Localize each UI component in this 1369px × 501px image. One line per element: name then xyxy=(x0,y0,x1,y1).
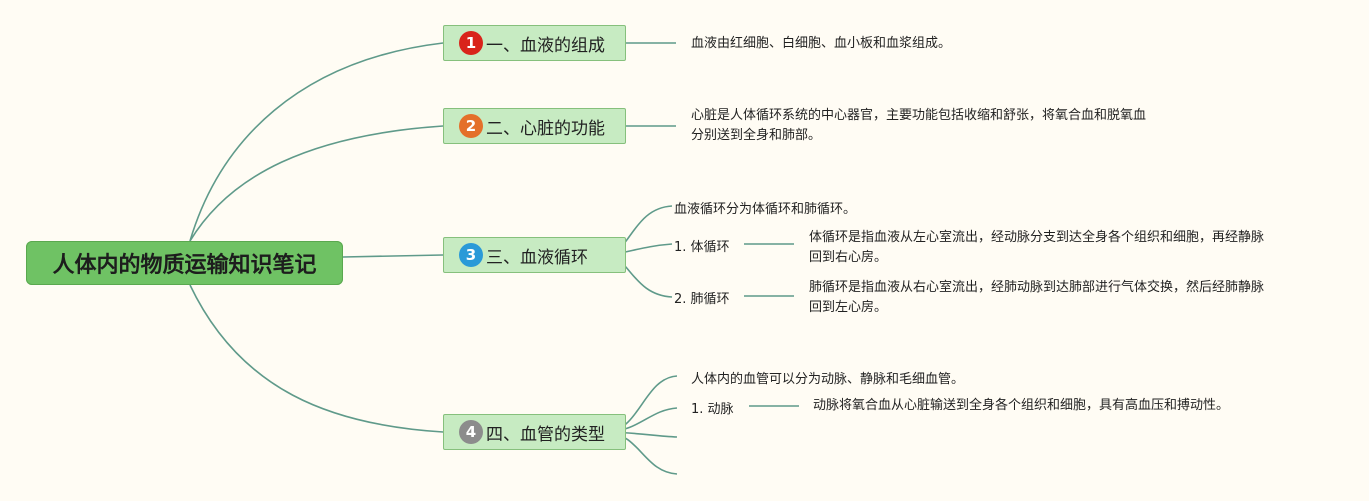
link-root-branch-3 xyxy=(342,254,444,258)
branch-2-note[interactable]: 心脏是人体循环系统的中心器官，主要功能包括收缩和舒张，将氧合血和脱氧血 分别送到… xyxy=(691,106,1146,146)
branch-3-sub-2-note-line-1: 肺循环是指血液从右心室流出，经肺动脉到达肺部进行气体交换，然后经肺静脉 xyxy=(809,280,1265,295)
number-3-badge-icon: 3 xyxy=(459,243,483,267)
central-topic-label: 人体内的物质运输知识笔记 xyxy=(52,253,317,278)
branch-1-note-text: 血液由红细胞、白细胞、血小板和血浆组成。 xyxy=(691,36,952,51)
branch-4-sub-1-note[interactable]: 动脉将氧合血从心脏输送到全身各个组织和细胞，具有高血压和搏动性。 xyxy=(813,396,1229,416)
branch-4-label: 四、血管的类型 xyxy=(486,424,605,445)
number-4-badge-icon: 4 xyxy=(459,420,483,444)
branch-1-note[interactable]: 血液由红细胞、白细胞、血小板和血浆组成。 xyxy=(691,34,951,54)
branch-4-intro[interactable]: 人体内的血管可以分为动脉、静脉和毛细血管。 xyxy=(691,368,964,387)
central-topic[interactable]: 人体内的物质运输知识笔记 xyxy=(26,241,343,285)
branch-4-sub-1-label: 1. 动脉 xyxy=(691,402,734,417)
branch-3-label: 三、血液循环 xyxy=(486,247,588,268)
branch-3-sub-1-note[interactable]: 体循环是指血液从左心室流出，经动脉分支到达全身各个组织和细胞，再经静脉 回到右心… xyxy=(809,228,1264,268)
branch-3-topic[interactable]: 3 三、血液循环 xyxy=(443,237,626,273)
branch-3-intro-text: 血液循环分为体循环和肺循环。 xyxy=(674,202,857,217)
branch-3-sub-2-note[interactable]: 肺循环是指血液从右心室流出，经肺动脉到达肺部进行气体交换，然后经肺静脉 回到左心… xyxy=(809,278,1264,318)
branch-3-sub-1[interactable]: 1. 体循环 xyxy=(674,236,730,255)
branch-3-sub-1-note-line-1: 体循环是指血液从左心室流出，经动脉分支到达全身各个组织和细胞，再经静脉 xyxy=(809,230,1265,245)
branch-2-note-line-2: 分别送到全身和肺部。 xyxy=(691,128,822,143)
link-root-branch-2 xyxy=(189,125,444,242)
link-root-branch-1 xyxy=(189,42,444,242)
link-root-branch-4 xyxy=(189,284,444,433)
branch-3-sub-2[interactable]: 2. 肺循环 xyxy=(674,288,730,307)
branch-1-label: 一、血液的组成 xyxy=(486,35,605,56)
branch-2-label: 二、心脏的功能 xyxy=(486,118,605,139)
branch-4-sub-1-note-text: 动脉将氧合血从心脏输送到全身各个组织和细胞，具有高血压和搏动性。 xyxy=(813,398,1230,413)
branch-4-topic[interactable]: 4 四、血管的类型 xyxy=(443,414,626,450)
branch-4-intro-text: 人体内的血管可以分为动脉、静脉和毛细血管。 xyxy=(691,372,965,387)
branch-3-intro[interactable]: 血液循环分为体循环和肺循环。 xyxy=(674,198,856,217)
branch-3-sub-1-note-line-2: 回到右心房。 xyxy=(809,250,888,265)
branch-3-sub-2-label: 2. 肺循环 xyxy=(674,292,730,307)
branch-2-note-line-1: 心脏是人体循环系统的中心器官，主要功能包括收缩和舒张，将氧合血和脱氧血 xyxy=(691,108,1147,123)
number-1-badge-icon: 1 xyxy=(459,31,483,55)
branch-1-topic[interactable]: 1 一、血液的组成 xyxy=(443,25,626,61)
branch-2-topic[interactable]: 2 二、心脏的功能 xyxy=(443,108,626,144)
number-2-badge-icon: 2 xyxy=(459,114,483,138)
branch-3-sub-1-label: 1. 体循环 xyxy=(674,240,730,255)
branch-4-sub-1[interactable]: 1. 动脉 xyxy=(691,398,734,417)
branch-3-sub-2-note-line-2: 回到左心房。 xyxy=(809,300,888,315)
